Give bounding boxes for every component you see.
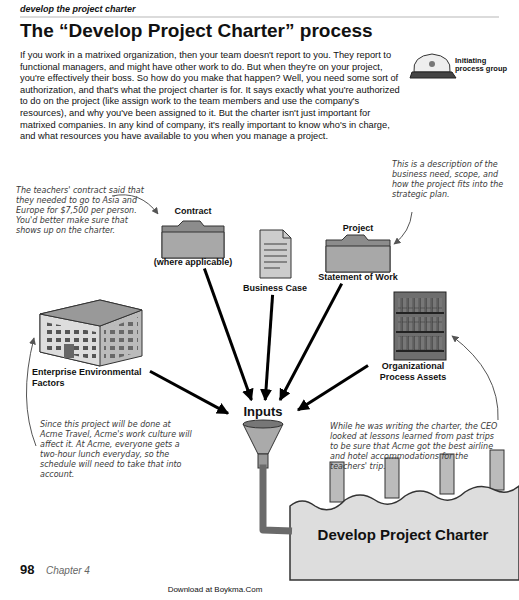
icon-space (193, 217, 194, 257)
node-label: Statement of Work (318, 272, 397, 283)
folder-input: ProjectStatement of Work (312, 222, 404, 284)
input-arrow (265, 295, 272, 400)
body-paragraph: If you work in a matrixed organization, … (20, 50, 405, 143)
folder-icon (162, 221, 224, 258)
funnel-inputs: Inputs (228, 400, 298, 465)
running-header: develop the project charter (20, 4, 220, 15)
watermark: Download at Boykma.Com (150, 585, 280, 595)
funnel-illustration (243, 420, 283, 468)
process-group-badge: Initiating process group (455, 57, 510, 74)
icon-space (358, 234, 359, 272)
chapter-label: Chapter 4 (46, 565, 126, 577)
node-label: Business Case (243, 283, 307, 294)
node-label: Contract (174, 206, 211, 217)
process-factory: Develop Project Charter (292, 490, 514, 580)
handwritten-note: The teachers' contract said that they ne… (16, 186, 148, 236)
captain-hat (410, 54, 456, 78)
icon-space (275, 227, 276, 283)
page-number: 98 (20, 562, 44, 578)
input-arrow (298, 365, 368, 410)
factory-illustration (290, 450, 519, 580)
node-label: Inputs (244, 404, 283, 420)
handwritten-note: This is a description of the business ne… (392, 160, 514, 200)
node-label: Project (343, 223, 374, 234)
building-input: Enterprise Environmental Factors (30, 288, 150, 390)
node-label: Develop Project Charter (318, 526, 489, 544)
icon-space (263, 420, 264, 464)
building-illustration (40, 300, 142, 366)
header-rule (20, 17, 499, 18)
icon-space (413, 291, 414, 361)
document-icon (260, 230, 291, 278)
folder-icon (326, 235, 390, 272)
pipe-connector (263, 465, 292, 531)
node-label: (where applicable) (154, 257, 233, 268)
input-arrow (280, 284, 342, 400)
handwritten-note: Since this project will be done at Acme … (40, 420, 192, 480)
bookshelf-input: Organizational Process Assets (368, 290, 458, 384)
input-arrow (150, 371, 228, 413)
document-input: Business Case (240, 226, 310, 295)
folder-input: Contract (where applicable) (150, 205, 236, 269)
page-title: The “Develop Project Charter” process (20, 20, 373, 42)
bookshelf-illustration (394, 292, 446, 360)
node-label: Organizational Process Assets (370, 361, 456, 383)
handwritten-note: While he was writing the charter, the CE… (330, 422, 500, 472)
node-label: Enterprise Environmental Factors (32, 367, 148, 389)
icon-space (32, 289, 33, 367)
